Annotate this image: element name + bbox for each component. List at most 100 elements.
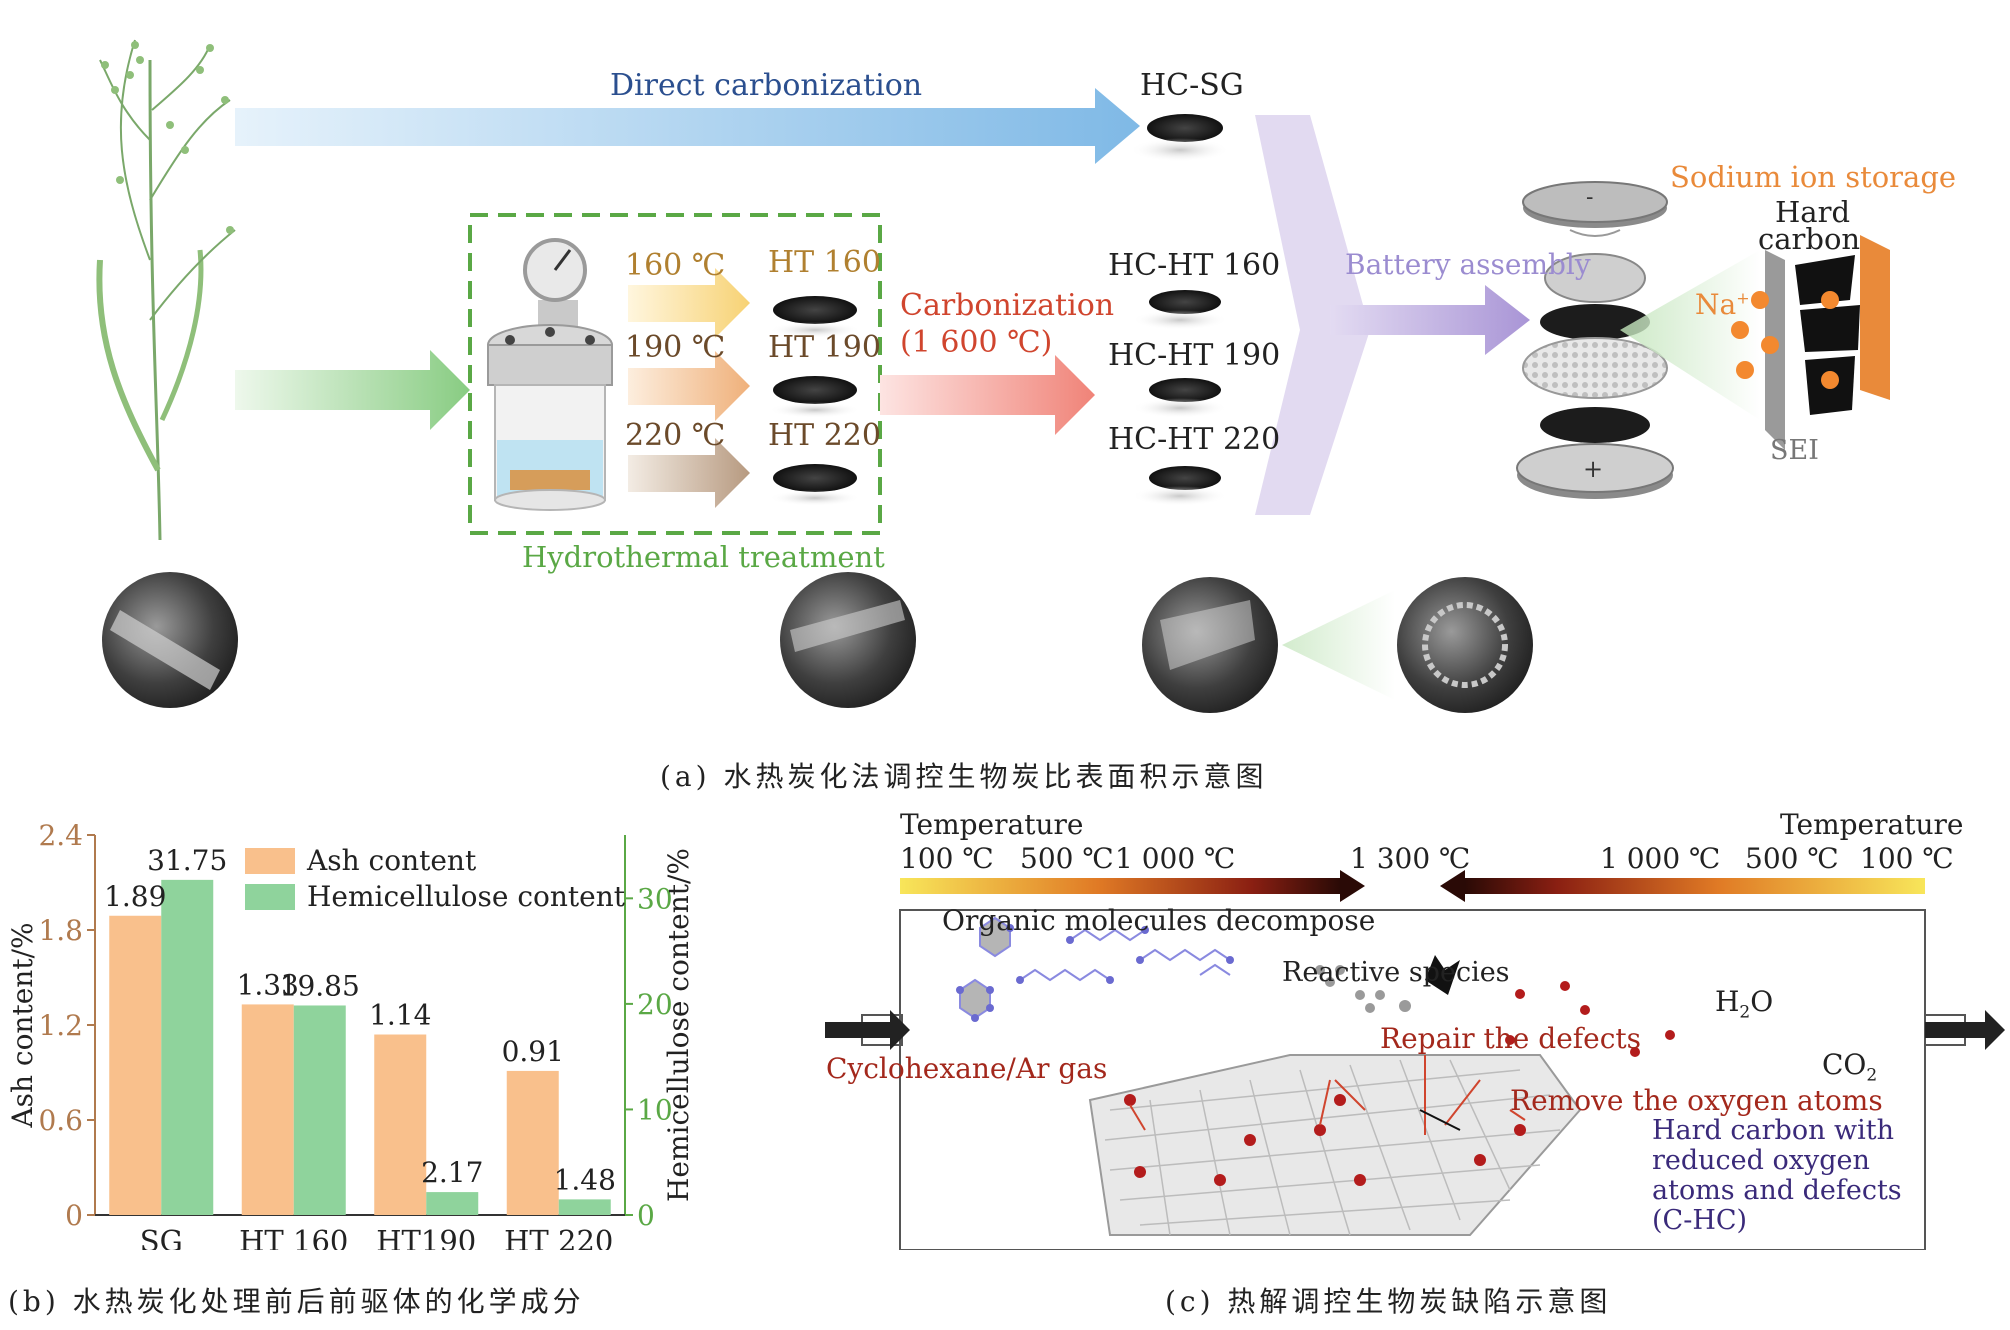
hc-powder-piles <box>1130 114 1230 506</box>
hydrothermal-treatment-box <box>468 213 882 535</box>
bar-hemicellulose <box>293 1005 346 1215</box>
legend-swatch <box>245 848 295 874</box>
temp-right-tick-500: 500 ℃ <box>1745 842 1839 875</box>
carbonization-label: Carbonization <box>900 288 1115 323</box>
c-hc-pointer <box>1419 1109 1461 1131</box>
temp-left-tick-1000: 1 000 ℃ <box>1115 842 1236 875</box>
reactive-species-fragments <box>1315 965 1411 1013</box>
bar-hemicellulose <box>426 1192 479 1215</box>
hc-ht-190-label: HC-HT 190 <box>1108 338 1281 373</box>
legend-swatch <box>245 884 295 910</box>
hydrothermal-input-arrow <box>235 350 470 430</box>
bar-ash <box>506 1070 559 1215</box>
grass-seed-heads <box>101 41 234 234</box>
orange-current-collector <box>1860 235 1890 400</box>
sodium-ions <box>1731 291 1839 389</box>
carbon-label: carbon <box>1758 222 1861 256</box>
arrow-160 <box>628 268 750 338</box>
data-label-hemicellulose: 1.48 <box>554 1163 616 1196</box>
organic-molecules-label: Organic molecules decompose <box>942 904 1376 937</box>
direct-carbonization-label: Direct carbonization <box>610 68 923 103</box>
hydrothermal-treatment-label: Hydrothermal treatment <box>522 540 885 574</box>
carbonization-arrow <box>880 355 1095 435</box>
temp-center-1300: 1 300 ℃ <box>1350 842 1471 875</box>
reactive-arrow <box>1425 955 1460 995</box>
data-label-hemicellulose: 19.85 <box>280 969 360 1002</box>
product-molecules <box>1505 981 1675 1057</box>
caption-b: (b) 水热炭化处理前后前驱体的化学成分 <box>8 1285 585 1318</box>
x-tick-label: HT 220 <box>504 1224 613 1250</box>
temp-left-title: Temperature <box>900 808 1084 841</box>
hard-carbon-c-hc-label: Hard carbon with reduced oxygen atoms an… <box>1652 1115 1902 1236</box>
y-right-tick-label: 0 <box>637 1199 655 1232</box>
y-right-tick-label: 10 <box>637 1093 673 1126</box>
panel-a-graphics <box>96 39 1890 713</box>
caption-c: (c) 热解调控生物炭缺陷示意图 <box>1165 1285 1612 1318</box>
remove-oxygen-label: Remove the oxygen atoms <box>1510 1084 1883 1117</box>
x-tick-label: SG <box>140 1224 183 1250</box>
graphene-sheet <box>1088 1054 1582 1236</box>
y-left-tick-label: 0.6 <box>38 1104 83 1137</box>
organic-molecules <box>959 916 1231 1020</box>
sem-green-beam <box>1282 590 1395 700</box>
hc-ht-220-label: HC-HT 220 <box>1108 422 1281 457</box>
temp-left-tick-100: 100 ℃ <box>900 842 994 875</box>
y-right-tick-label: 30 <box>637 882 673 915</box>
y-left-tick-label: 2.4 <box>38 819 83 852</box>
data-label-hemicellulose: 31.75 <box>147 844 227 877</box>
y-left-tick-label: 1.2 <box>38 1009 83 1042</box>
hc-ht-160-label: HC-HT 160 <box>1108 248 1281 283</box>
molecule-atoms <box>956 924 1234 1022</box>
y-axis-left-title: Ash content/% <box>6 922 39 1128</box>
grass-plant-illustration <box>96 39 236 541</box>
ht-160-label: HT 160 <box>768 245 881 280</box>
bar-hemicellulose <box>161 879 214 1215</box>
data-label-ash: 0.91 <box>502 1035 564 1068</box>
temp-bar-right-head <box>1440 870 1465 902</box>
temp-190-label: 190 ℃ <box>625 330 726 365</box>
sem-images <box>102 572 1533 713</box>
caption-a: (a) 水热炭化法调控生物炭比表面积示意图 <box>660 760 1268 793</box>
battery-assembly-funnel <box>1255 115 1370 515</box>
co2-label: CO2 <box>1822 1048 1878 1086</box>
y-right-tick-label: 20 <box>637 988 673 1021</box>
h2o-label: H2O <box>1715 985 1774 1023</box>
cyclohexane-label: Cyclohexane/Ar gas <box>826 1052 1108 1085</box>
furnace-tube <box>899 909 1926 1250</box>
ht-220-label: HT 220 <box>768 418 881 453</box>
bar-ash <box>109 915 162 1215</box>
y-left-tick-label: 0 <box>65 1199 83 1232</box>
panel-c-graphics <box>825 870 2005 1250</box>
sei-label: SEI <box>1770 435 1819 466</box>
hydrothermal-reactor-icon <box>487 238 613 511</box>
ht-190-label: HT 190 <box>768 330 881 365</box>
inlet-arrow <box>825 1010 910 1050</box>
outlet-arrow <box>1925 1010 2005 1050</box>
temp-bar-left-head <box>1340 870 1365 902</box>
sodium-ion-storage-label: Sodium ion storage <box>1670 160 1957 194</box>
graphene-lattice <box>1104 1059 1561 1236</box>
sodium-ion-label: Na+ <box>1695 288 1750 321</box>
y-left-tick-label: 1.8 <box>38 914 83 947</box>
data-label-ash: 1.89 <box>104 880 166 913</box>
arrow-220 <box>628 438 750 508</box>
green-beam <box>1620 250 1760 420</box>
coin-cell-battery <box>1516 181 1674 499</box>
temp-bar-left <box>900 878 1340 894</box>
temp-left-tick-500: 500 ℃ <box>1020 842 1114 875</box>
minus-terminal-label: - <box>1586 185 1594 210</box>
data-label-hemicellulose: 2.17 <box>421 1156 483 1189</box>
x-tick-label: HT 160 <box>239 1224 348 1250</box>
reactive-species-label: Reactive species <box>1282 957 1510 988</box>
direct-carbonization-arrow <box>235 88 1140 164</box>
ht-powder-piles <box>769 296 861 506</box>
battery-assembly-label: Battery assembly <box>1345 248 1591 281</box>
defect-repair-arrows <box>1129 1055 1526 1135</box>
plus-terminal-label: + <box>1583 455 1604 483</box>
repair-defects-label: Repair the defects <box>1380 1022 1641 1055</box>
legend-label: Hemicellulose content <box>307 880 626 913</box>
temp-160-label: 160 ℃ <box>625 248 726 283</box>
battery-assembly-arrow <box>1330 285 1530 355</box>
x-tick-label: HT190 <box>376 1224 476 1250</box>
